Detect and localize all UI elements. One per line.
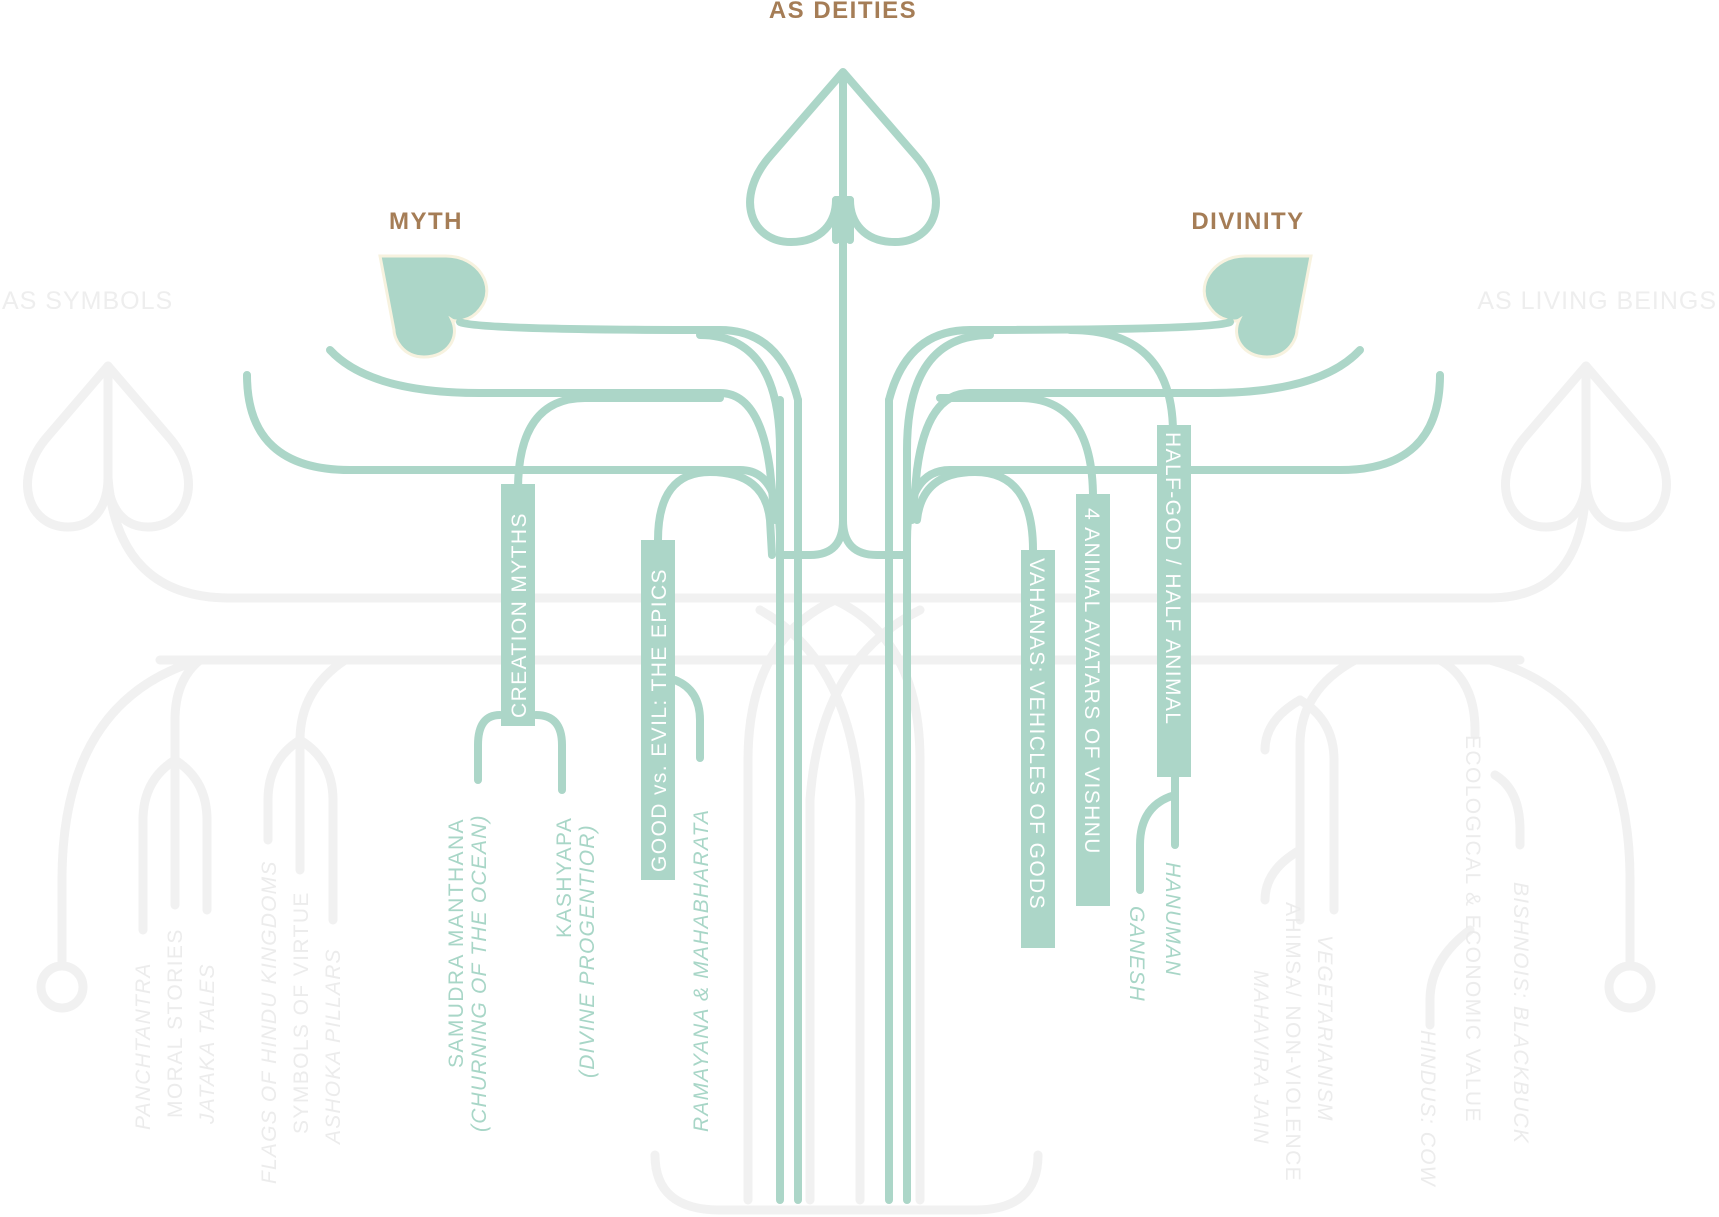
deities-heart bbox=[746, 68, 940, 246]
title-myth: MYTH bbox=[389, 208, 463, 235]
myth-leaf bbox=[378, 254, 489, 359]
title-deities: AS DEITIES bbox=[769, 0, 917, 24]
box-halfgod bbox=[1157, 425, 1191, 777]
label-kashyapa-note: (DIVINE PROGENTIOR) bbox=[576, 824, 599, 1078]
label-samudra-note: (CHURNING OF THE OCEAN) bbox=[468, 814, 491, 1132]
label-halfgod: HALF-GOD / HALF ANIMAL bbox=[1161, 432, 1184, 725]
label-epics: GOOD vs. EVIL: THE EPICS bbox=[648, 568, 671, 872]
faint-ahimsa: AHIMSA/ NON-VIOLENCE bbox=[1281, 902, 1304, 1182]
faint-virtue: SYMBOLS OF VIRTUE bbox=[290, 891, 313, 1134]
box-creation bbox=[501, 484, 535, 726]
green-tree bbox=[243, 68, 1444, 1204]
box-avatars bbox=[1076, 494, 1110, 906]
label-hanuman: HANUMAN bbox=[1161, 862, 1184, 977]
label-kashyapa: KASHYAPA bbox=[553, 817, 576, 938]
faint-moral: MORAL STORIES bbox=[164, 928, 187, 1118]
label-creation-myths: CREATION MYTHS bbox=[508, 512, 531, 718]
label-avatars: 4 ANIMAL AVATARS OF VISHNU bbox=[1080, 508, 1103, 855]
faint-jataka: JATAKA TALES bbox=[196, 963, 219, 1125]
label-ganesh: GANESH bbox=[1125, 906, 1148, 1002]
label-samudra: SAMUDRA MANTHANA bbox=[445, 818, 468, 1068]
faint-hindus-cow: HINDUS: COW bbox=[1416, 1030, 1439, 1188]
title-symbols: AS SYMBOLS bbox=[2, 287, 173, 315]
faint-mahavira: MAHAVIRA JAIN bbox=[1249, 970, 1272, 1145]
title-living-beings: AS LIVING BEINGS bbox=[1477, 287, 1717, 315]
label-ramayana: RAMAYANA & MAHABHARATA bbox=[690, 809, 713, 1132]
faint-flags: FLAGS OF HINDU KINGDOMS bbox=[258, 860, 281, 1184]
faint-ashoka: ASHOKA PILLARS bbox=[322, 948, 345, 1146]
faint-vegetarianism: VEGETARIANISM bbox=[1313, 935, 1336, 1122]
label-vahanas: VAHANAS: VEHICLES OF GODS bbox=[1025, 558, 1048, 910]
faint-bishnois: BISHNOIS: BLACKBUCK bbox=[1509, 882, 1532, 1144]
box-vahanas bbox=[1021, 550, 1055, 948]
faint-ecological: ECOLOGICAL & ECONOMIC VALUE bbox=[1461, 735, 1484, 1123]
box-epics bbox=[641, 540, 675, 880]
faint-panchtantra: PANCHTANTRA bbox=[132, 962, 155, 1130]
faint-tree bbox=[23, 361, 1671, 1215]
divinity-leaf bbox=[1202, 254, 1313, 359]
title-divinity: DIVINITY bbox=[1191, 208, 1304, 235]
